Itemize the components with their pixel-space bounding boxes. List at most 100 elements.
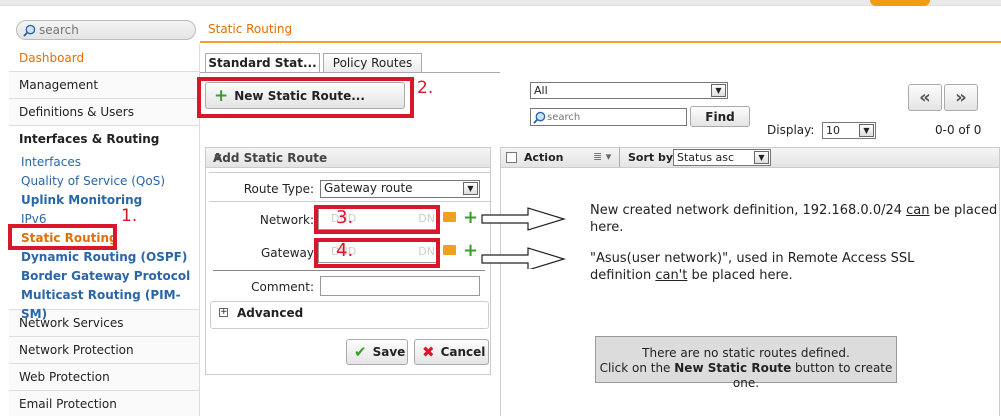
filter-value: All [534,84,548,97]
sidebar-subitem-ipv6[interactable]: IPv6 [21,212,47,226]
gateway-dnd-hint: DND [331,245,357,258]
folder-icon[interactable] [443,245,456,255]
annotation-arrow-1 [481,207,567,231]
panel-divider [209,172,490,173]
plus-icon: + [214,85,229,106]
list-search-field[interactable] [530,108,687,126]
annotation-number-4: 4. [336,240,354,261]
top-bar [0,0,1001,6]
annotation-box-2 [197,77,414,118]
brand-logo-fragment [870,0,930,6]
sidebar-search[interactable] [16,20,196,40]
list-header: Action ≣ ▾ Sort by: Status asc ▼ [500,147,1000,168]
gateway-dropzone[interactable]: DND DN [318,241,438,263]
save-label: Save [372,345,406,359]
tab-policy-routes[interactable]: Policy Routes [323,53,422,73]
sidebar-item-definitions-users[interactable]: Definitions & Users [9,99,199,126]
gateway-label: Gateway [260,246,314,260]
annotation-arrows [481,207,567,269]
folder-icon[interactable] [443,212,456,222]
sortby-select[interactable]: Status asc ▼ [673,149,771,166]
sidebar-item-management[interactable]: Management [9,72,199,99]
display-value: 10 [826,124,840,137]
cancel-icon: ✖ [422,343,435,361]
comment-input[interactable] [320,276,480,296]
search-icon [533,111,546,124]
comment-label: Comment: [251,280,314,294]
sidebar-item-dashboard[interactable]: Dashboard [9,45,199,72]
annotation-box-4 [314,238,440,268]
network-dropzone[interactable]: DND DN [318,208,438,230]
route-type-select[interactable]: Gateway route ▼ [320,180,480,198]
save-button[interactable]: ✔ Save [346,339,408,365]
sidebar-item-email-protection[interactable]: Email Protection [9,391,199,416]
chevron-down-icon: ▼ [711,84,726,97]
annotation-box-3 [314,205,440,234]
advanced-section[interactable]: + Advanced [210,301,489,329]
sidebar-nav: Dashboard Management Definitions & Users… [9,45,199,416]
panel-divider [213,270,485,271]
new-static-route-button[interactable]: + New Static Route... [205,82,405,109]
network-label: Network: [259,213,314,227]
sidebar-item-network-protection[interactable]: Network Protection [9,337,199,364]
sidebar-group-interfaces-routing[interactable]: Interfaces & Routing [19,132,160,146]
chevron-down-icon: ▼ [463,182,478,195]
panel-title: Add Static Route [213,151,328,165]
annotation-box-1 [8,224,117,250]
sidebar-subitem-multicast[interactable]: Multicast Routing (PIM-SM) [9,286,199,321]
action-label: Action [524,151,564,164]
sidebar-search-input[interactable] [39,22,189,38]
annotation-note-1: New created network definition, 192.168.… [590,203,998,235]
empty-state-message: There are no static routes defined. Clic… [595,336,897,390]
pagination-count: 0-0 of 0 [935,123,982,137]
routes-list [500,168,1000,416]
list-view-icon[interactable]: ≣ ▾ [593,150,612,163]
tab-standard-static[interactable]: Standard Stat... [205,53,320,73]
add-network-icon[interactable]: + [463,207,479,228]
cancel-button[interactable]: ✖ Cancel [414,339,489,365]
search-icon [23,24,36,37]
sidebar-subitem-qos[interactable]: Quality of Service (QoS) [21,174,166,188]
sidebar-subitem-bgp[interactable]: Border Gateway Protocol [21,269,191,283]
panel-divider [209,201,490,202]
tab-underline [200,72,500,73]
display-select[interactable]: 10 ▼ [822,122,876,139]
panel-header: Add Static Route ✕ [206,148,490,168]
select-all-checkbox[interactable] [506,152,517,163]
page-title: Static Routing [208,22,293,36]
sidebar-divider [199,44,200,416]
sidebar-item-network-services[interactable]: Network Services [9,310,199,337]
prev-page-button[interactable]: « [908,84,942,111]
header-divider [619,148,620,167]
next-page-button[interactable]: » [944,84,978,111]
filter-select[interactable]: All ▼ [530,82,728,99]
empty-line-1: There are no static routes defined. [642,346,850,360]
chevron-down-icon: ▼ [859,124,874,137]
sidebar-subitem-uplink-monitoring[interactable]: Uplink Monitoring [21,193,143,207]
empty-line-2: Click on the New Static Route button to … [599,361,893,390]
find-button[interactable]: Find [690,106,750,127]
network-dn-hint: DN [418,212,435,225]
add-gateway-icon[interactable]: + [463,240,479,261]
sidebar-subitem-dynamic-routing[interactable]: Dynamic Routing (OSPF) [21,250,188,264]
sidebar-subitem-static-routing[interactable]: Static Routing [21,231,118,245]
new-static-route-label: New Static Route... [234,88,365,103]
sidebar-item-web-protection[interactable]: Web Protection [9,364,199,391]
sortby-label: Sort by: [628,151,678,164]
sidebar-subitem-interfaces[interactable]: Interfaces [21,155,81,169]
check-icon: ✔ [354,343,367,361]
advanced-label: Advanced [237,306,304,320]
annotation-number-2: 2. [417,78,434,98]
annotation-number-1: 1. [121,206,138,226]
display-label: Display: [767,123,815,137]
sortby-value: Status asc [677,151,735,164]
expand-icon: + [219,307,228,317]
close-icon[interactable]: ✕ [213,151,224,165]
annotation-arrow-2 [481,247,567,269]
chevron-down-icon: ▼ [754,151,769,164]
gateway-dn-hint: DN [418,245,435,258]
route-type-label: Route Type: [243,182,314,196]
annotation-note-2: "Asus(user network)", used in Remote Acc… [590,251,915,283]
page-header: Static Routing [200,14,1001,43]
list-search-input[interactable] [547,110,683,124]
